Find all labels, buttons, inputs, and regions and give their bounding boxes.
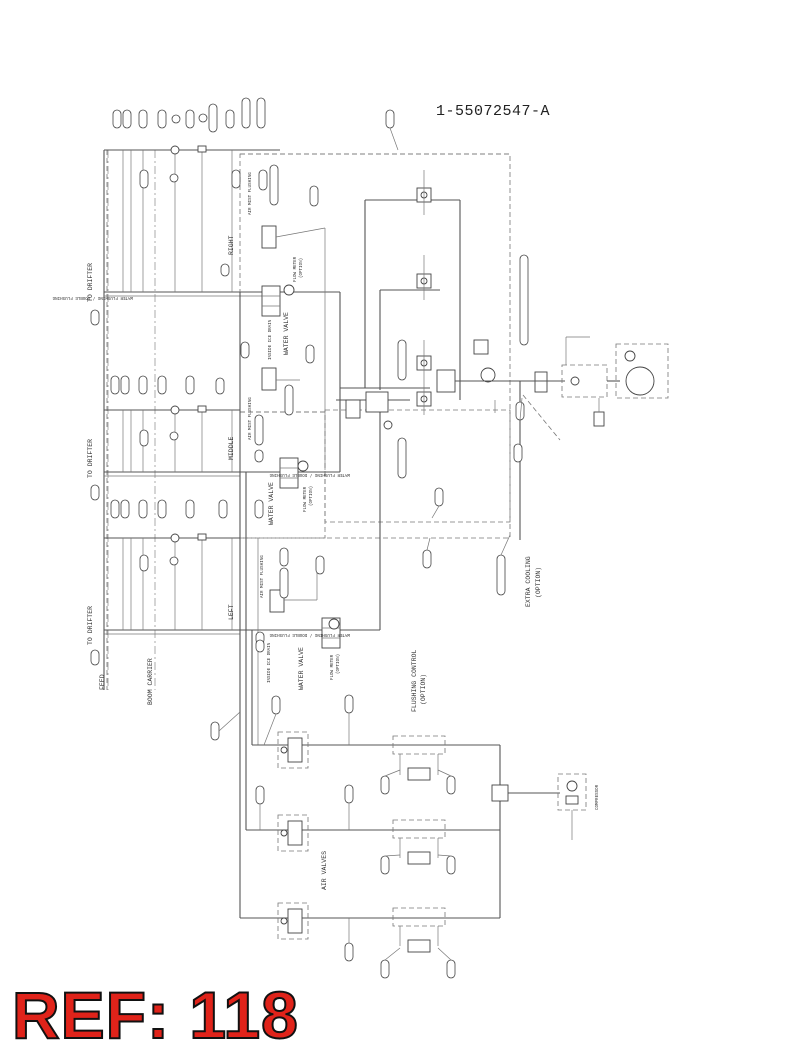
to-drifter-label-2: TO DRIFTER (87, 439, 94, 478)
middle-label: MIDDLE (228, 436, 235, 460)
to-drifter-label-3: TO DRIFTER (87, 606, 94, 645)
feed-label: FEED (99, 674, 106, 690)
air-valves-label: AIR VALVES (321, 851, 328, 890)
flow-meter-label-1: FLOW METER (294, 256, 298, 282)
water-valve-label-2: WATER VALVE (268, 482, 275, 525)
inside-ice-drain-label-2: INSIDE ICE DRAIN (268, 642, 272, 683)
water-pump (436, 339, 669, 540)
extra-cooling-label: EXTRA COOLING (525, 556, 532, 607)
drifter-row-right (104, 149, 510, 297)
drawing-number: 1-55072547-A (436, 103, 551, 120)
callout-bubbles (90, 97, 529, 979)
flow-meter-option-2: (OPTION) (309, 486, 314, 506)
left-label: LEFT (228, 604, 235, 620)
extra-cooling-option-label: (OPTION) (535, 567, 542, 598)
water-valve-right (261, 284, 295, 317)
flow-meter-label-3: FLOW METER (331, 654, 335, 680)
reference-label: REF: 118 (11, 978, 299, 1052)
right-label: RIGHT (228, 235, 235, 255)
air-mist-flushing-label-2: AIR MIST FLUSHING (249, 397, 253, 440)
compressor-label: COMPRESSOR (596, 784, 600, 810)
water-flushing-label-1: WATER FLUSHING / DOUBLE FLUSHING (52, 295, 133, 300)
boom-carrier-label: BOOM CARRIER (147, 658, 154, 705)
flushing-control-label: FLUSHING CONTROL (411, 649, 418, 712)
water-flushing-label-2: WATER FLUSHING / DOUBLE FLUSHING (269, 472, 350, 477)
air-valves-section (240, 731, 587, 953)
air-mist-flushing-label-1: AIR MIST FLUSHING (249, 172, 253, 215)
water-valve-left (321, 617, 341, 649)
flow-meter-label-2: FLOW METER (304, 486, 308, 512)
central-manifold (336, 199, 461, 630)
water-valve-label-1: WATER VALVE (283, 312, 290, 355)
water-flushing-label-3: WATER FLUSHING / DOUBLE FLUSHING (269, 632, 350, 637)
to-drifter-label-1: TO DRIFTER (87, 263, 94, 302)
inside-ice-drain-label-1: INSIDE ICE DRAIN (269, 319, 273, 360)
flow-meter-option-3: (OPTION) (336, 654, 341, 674)
flow-meter-option-1: (OPTION) (299, 258, 304, 278)
air-mist-flushing-label-3: AIR MIST FLUSHING (261, 555, 265, 598)
water-valve-middle (279, 457, 309, 489)
flushing-control-option-label: (OPTION) (420, 674, 427, 705)
water-valve-label-3: WATER VALVE (298, 647, 305, 690)
